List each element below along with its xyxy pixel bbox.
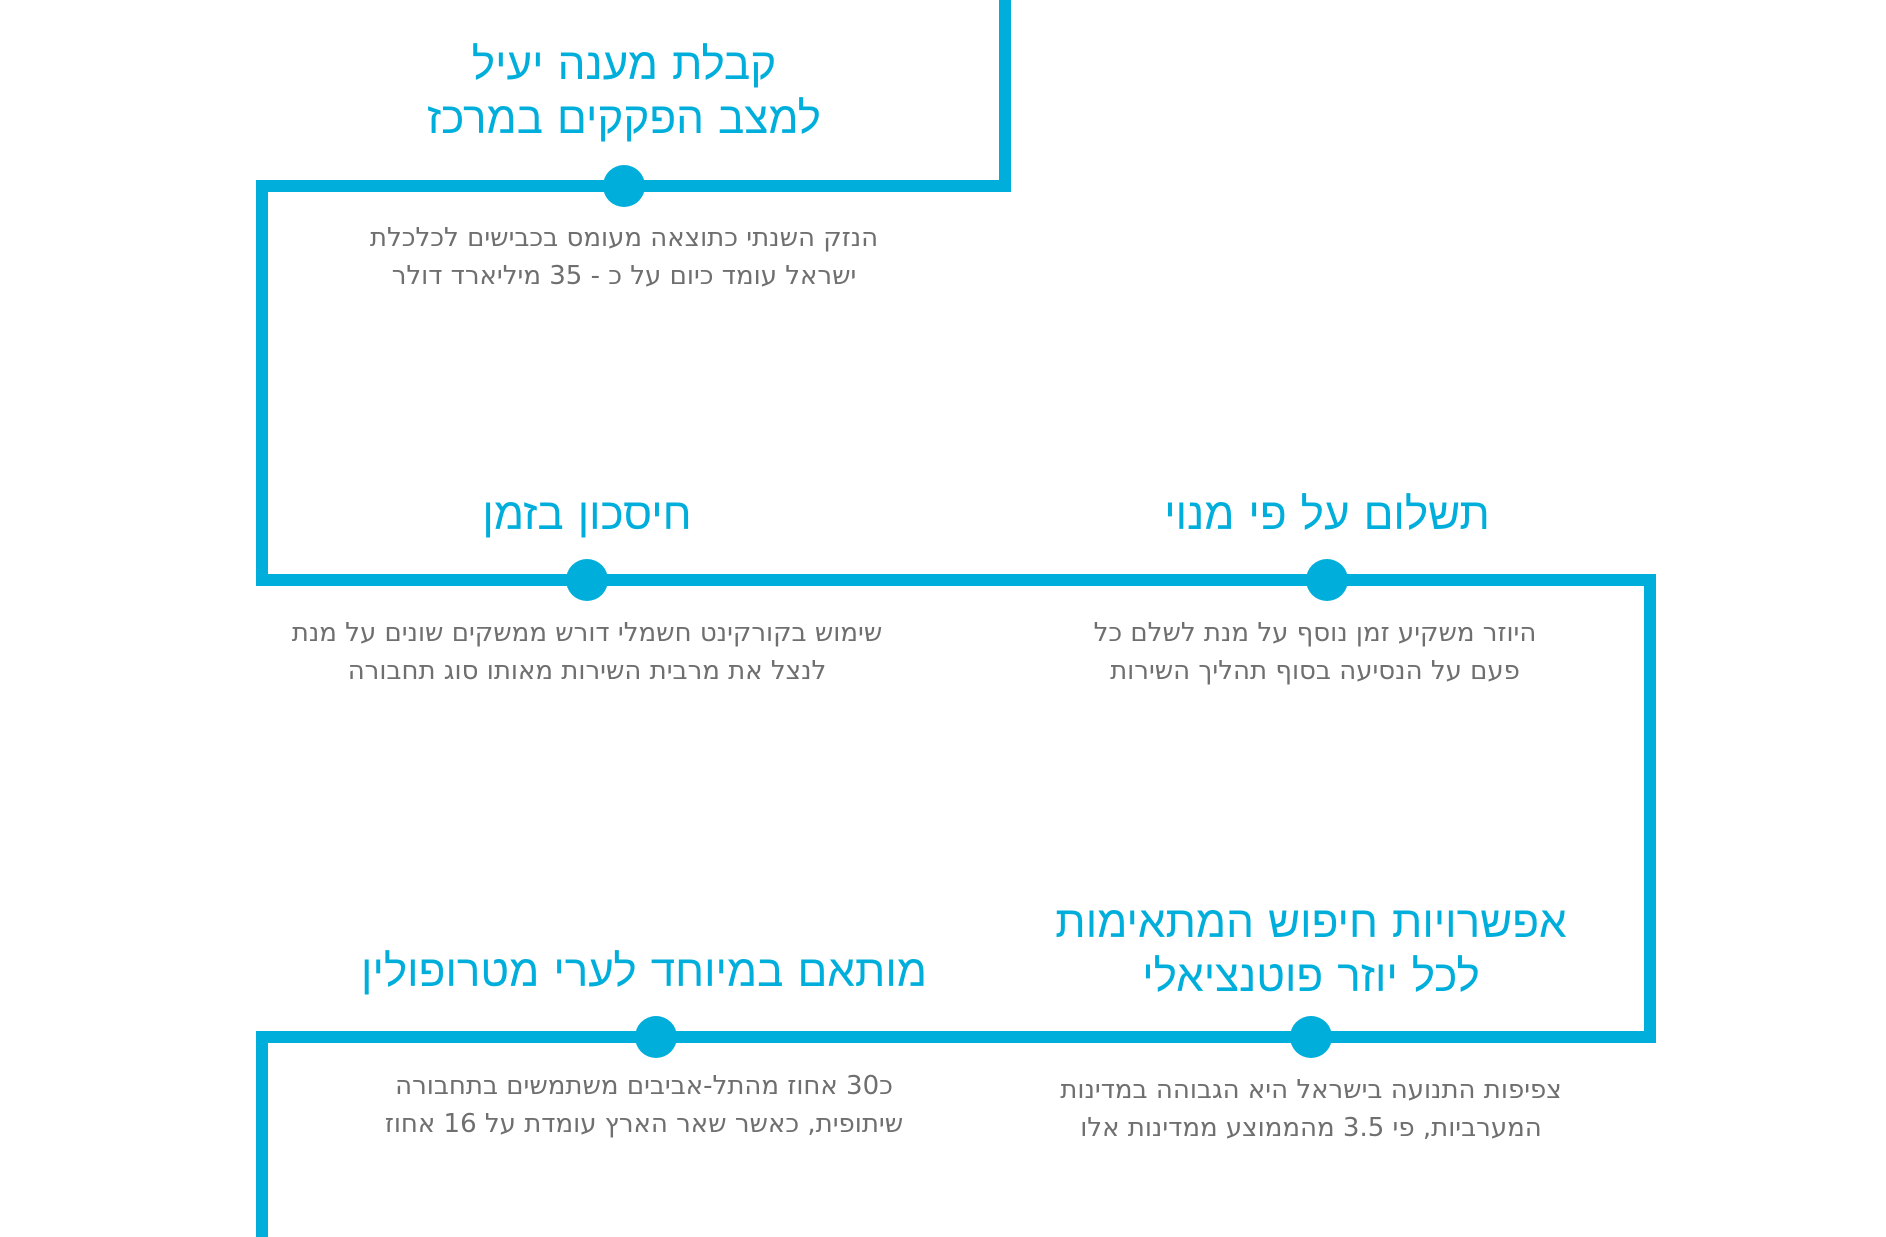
- step-5-title-line-1: מותאם במיוחד לערי מטרופולין: [361, 946, 927, 997]
- step-3-description-line-2: לנצל את מרבית השירות מאותו סוג תחבורה: [347, 656, 827, 686]
- step-1-description-line-1: הנזק השנתי כתוצאה מעומס בכבישים לכלכלת: [369, 223, 879, 253]
- step-5-description-line-2: שיתופית, כאשר שאר הארץ עומדת על 16 אחוז: [384, 1109, 904, 1139]
- step-2-description: היוזר משקיע זמן נוסף על מנת לשלם כל פעם …: [1094, 614, 1537, 690]
- step-5-description: כ30 אחוז מהתל-אביבים משתמשים בתחבורה שית…: [385, 1067, 903, 1143]
- step-3-title: חיסכון בזמן: [482, 488, 691, 542]
- timeline-node-2: [1306, 559, 1348, 601]
- timeline-node-4: [1290, 1016, 1332, 1058]
- step-2-description-line-2: פעם על הנסיעה בסוף תהליך השירות: [1110, 656, 1520, 686]
- step-1-description: הנזק השנתי כתוצאה מעומס בכבישים לכלכלת י…: [370, 219, 878, 295]
- step-4-title-line-1: אפשרויות חיפוש המתאימות: [1055, 897, 1567, 948]
- step-2-title-line-1: תשלום על פי מנוי: [1164, 489, 1490, 540]
- step-1-title-line-1: קבלת מענה יעיל: [471, 39, 777, 90]
- step-5-description-line-1: כ30 אחוז מהתל-אביבים משתמשים בתחבורה: [395, 1071, 893, 1101]
- step-3-description-line-1: שימוש בקורקינט חשמלי דורש ממשקים שונים ע…: [291, 618, 883, 648]
- step-1-description-line-2: ישראל עומד כיום על כ - 35 מיליארד דולר: [391, 261, 857, 291]
- step-3-description: שימוש בקורקינט חשמלי דורש ממשקים שונים ע…: [292, 614, 883, 690]
- step-4-description-line-1: צפיפות התנועה בישראל היא הגבוהה במדינות: [1060, 1075, 1562, 1105]
- step-4-title-line-2: לכל יוזר פוטנציאלי: [1142, 951, 1480, 1002]
- step-4-title: אפשרויות חיפוש המתאימות לכל יוזר פוטנציא…: [1055, 896, 1566, 1004]
- step-1-title-line-2: למצב הפקקים במרכז: [426, 93, 822, 144]
- step-3-title-line-1: חיסכון בזמן: [482, 489, 692, 540]
- timeline-node-3: [566, 559, 608, 601]
- timeline-node-1: [603, 165, 645, 207]
- timeline-connector-path: [256, 0, 1656, 1237]
- timeline-node-5: [635, 1016, 677, 1058]
- step-1-title: קבלת מענה יעיל למצב הפקקים במרכז: [427, 38, 821, 146]
- step-2-description-line-1: היוזר משקיע זמן נוסף על מנת לשלם כל: [1093, 618, 1537, 648]
- step-5-title: מותאם במיוחד לערי מטרופולין: [361, 945, 927, 999]
- step-4-description: צפיפות התנועה בישראל היא הגבוהה במדינות …: [1060, 1071, 1561, 1147]
- step-4-description-line-2: המערביות, פי 3.5 מהממוצע ממדינות אלו: [1080, 1113, 1542, 1143]
- step-2-title: תשלום על פי מנוי: [1164, 488, 1490, 542]
